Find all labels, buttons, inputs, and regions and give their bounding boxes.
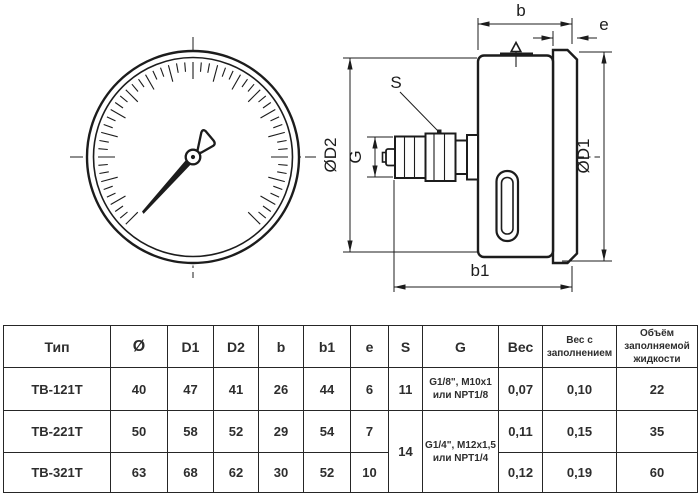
dimension-g: G — [346, 136, 393, 178]
dimension-label-g: G — [346, 150, 365, 163]
cell-s: 11 — [388, 367, 423, 411]
technical-drawing: b e ØD1 ØD2 — [70, 1, 612, 292]
dimension-label-d1: ØD1 — [574, 139, 593, 174]
needle-hub-center — [190, 154, 196, 160]
table-row: ТВ-221Т 50 58 52 29 54 7 14 G1/4", M12x1… — [3, 410, 698, 493]
cell-e: 7 — [350, 410, 389, 453]
cell-d1: 68 — [167, 452, 214, 493]
cell-type: ТВ-321Т — [3, 452, 111, 493]
cell-d2: 62 — [213, 452, 259, 493]
cell-d1: 47 — [167, 367, 214, 411]
cell-weight: 0,12 — [498, 452, 543, 493]
cell-weight: 0,11 — [498, 410, 543, 453]
cell-d2: 41 — [213, 367, 259, 411]
hex-nut — [424, 132, 457, 182]
cell-diameter: 50 — [110, 410, 168, 453]
header-fill-volume: Объём заполняемой жидкости — [616, 325, 698, 368]
cell-e: 6 — [350, 367, 389, 411]
header-diameter: Ø — [110, 325, 168, 368]
dimension-s: S — [390, 73, 442, 134]
back-flange — [551, 48, 579, 265]
front-view-gauge-dial — [70, 37, 316, 278]
table-row: ТВ-121Т 40 47 41 26 44 6 11 G1/8", M10x1… — [3, 367, 698, 411]
specification-table: Тип Ø D1 D2 b b1 e S G Вес Вес с заполне… — [3, 325, 698, 493]
cell-weight-filled: 0,15 — [542, 410, 617, 453]
dial-scale-ticks — [98, 62, 288, 225]
cell-type: ТВ-221Т — [3, 410, 111, 453]
cell-volume: 22 — [616, 367, 698, 411]
thread-section — [394, 135, 427, 179]
header-g: G — [422, 325, 499, 368]
header-type: Тип — [3, 325, 111, 368]
cell-g-merged: G1/4", M12x1,5 или NPT1/4 — [422, 410, 499, 493]
process-connection — [381, 132, 479, 182]
cell-g: G1/8", M10x1 или NPT1/8 — [422, 367, 499, 411]
dimension-e: e — [533, 15, 609, 46]
connection-neck — [454, 139, 468, 175]
header-b1: b1 — [303, 325, 351, 368]
side-view-gauge-body: b e ØD1 ØD2 — [321, 1, 612, 292]
cell-weight-filled: 0,19 — [542, 452, 617, 493]
cell-b: 26 — [258, 367, 304, 411]
leader-dot — [437, 129, 442, 134]
cell-weight: 0,07 — [498, 367, 543, 411]
dimension-b1: b1 — [393, 180, 573, 292]
cell-volume: 35 — [616, 410, 698, 453]
connection-base — [466, 134, 479, 181]
header-e: e — [350, 325, 389, 368]
header-weight-filled: Вес с заполнением — [542, 325, 617, 368]
cell-weight-filled: 0,10 — [542, 367, 617, 411]
cell-d1: 58 — [167, 410, 214, 453]
header-d1: D1 — [167, 325, 214, 368]
cell-e: 10 — [350, 452, 389, 493]
table-header-row: Тип Ø D1 D2 b b1 e S G Вес Вес с заполне… — [3, 325, 698, 368]
gauge-needle — [142, 159, 192, 214]
dimension-label-b: b — [516, 1, 525, 20]
header-b: b — [258, 325, 304, 368]
cell-type: ТВ-121Т — [3, 367, 111, 411]
dimension-label-d2: ØD2 — [321, 138, 340, 173]
dimension-b: b — [477, 1, 573, 50]
header-d2: D2 — [213, 325, 259, 368]
header-s: S — [388, 325, 423, 368]
relief-valve-triangle-icon — [509, 40, 523, 53]
cell-diameter: 40 — [110, 367, 168, 411]
cell-s-merged: 14 — [388, 410, 423, 493]
table-row: ТВ-321Т 63 68 62 30 52 10 0,12 0,19 60 — [3, 452, 698, 493]
cell-b: 30 — [258, 452, 304, 493]
cell-b: 29 — [258, 410, 304, 453]
dimension-label-e: e — [599, 15, 608, 34]
header-weight: Вес — [498, 325, 543, 368]
cell-volume: 60 — [616, 452, 698, 493]
cell-b1: 54 — [303, 410, 351, 453]
dimension-d1: ØD1 — [562, 51, 612, 262]
mounting-slot-inner — [500, 176, 514, 235]
cell-b1: 52 — [303, 452, 351, 493]
cell-diameter: 63 — [110, 452, 168, 493]
dimension-d2: ØD2 — [321, 57, 477, 253]
dimension-label-b1: b1 — [471, 261, 490, 280]
cell-b1: 44 — [303, 367, 351, 411]
dimension-label-s: S — [390, 73, 401, 92]
cell-d2: 52 — [213, 410, 259, 453]
